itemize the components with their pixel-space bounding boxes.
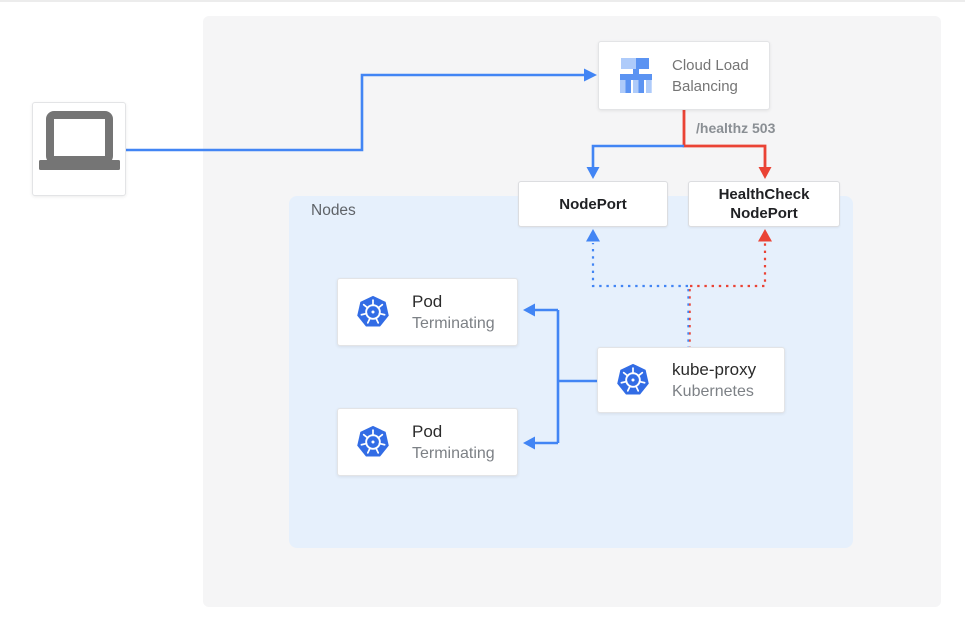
nodeport-label: NodePort [559,195,627,213]
kubernetes-icon [354,293,392,331]
pod-status: Terminating [412,444,495,462]
nodes-group-label: Nodes [311,202,356,219]
top-divider [0,0,965,2]
cloud-load-balancing-box: Cloud Load Balancing [598,41,770,110]
kube-proxy-subtitle: Kubernetes [672,382,754,400]
kube-proxy-box: kube-proxy Kubernetes [597,347,785,413]
kubernetes-icon [614,361,652,399]
healthcheck-nodeport-label: HealthCheck NodePort [718,186,810,222]
pod-terminating-box: Pod Terminating [337,278,518,346]
healthz-503-label: /healthz 503 [696,120,776,136]
kubernetes-icon [354,423,392,461]
client-device-box [32,102,126,196]
pod-title: Pod [412,421,443,441]
cloud-load-balancing-label: Cloud Load Balancing [672,56,749,95]
pod-title: Pod [412,291,443,311]
nodeport-box: NodePort [518,181,668,227]
pod-terminating-box: Pod Terminating [337,408,518,476]
cloud-load-balancing-icon [614,56,658,96]
pod-status: Terminating [412,314,495,332]
laptop-icon [35,111,123,187]
kube-proxy-title: kube-proxy [672,359,757,379]
healthcheck-nodeport-box: HealthCheck NodePort [688,181,840,227]
